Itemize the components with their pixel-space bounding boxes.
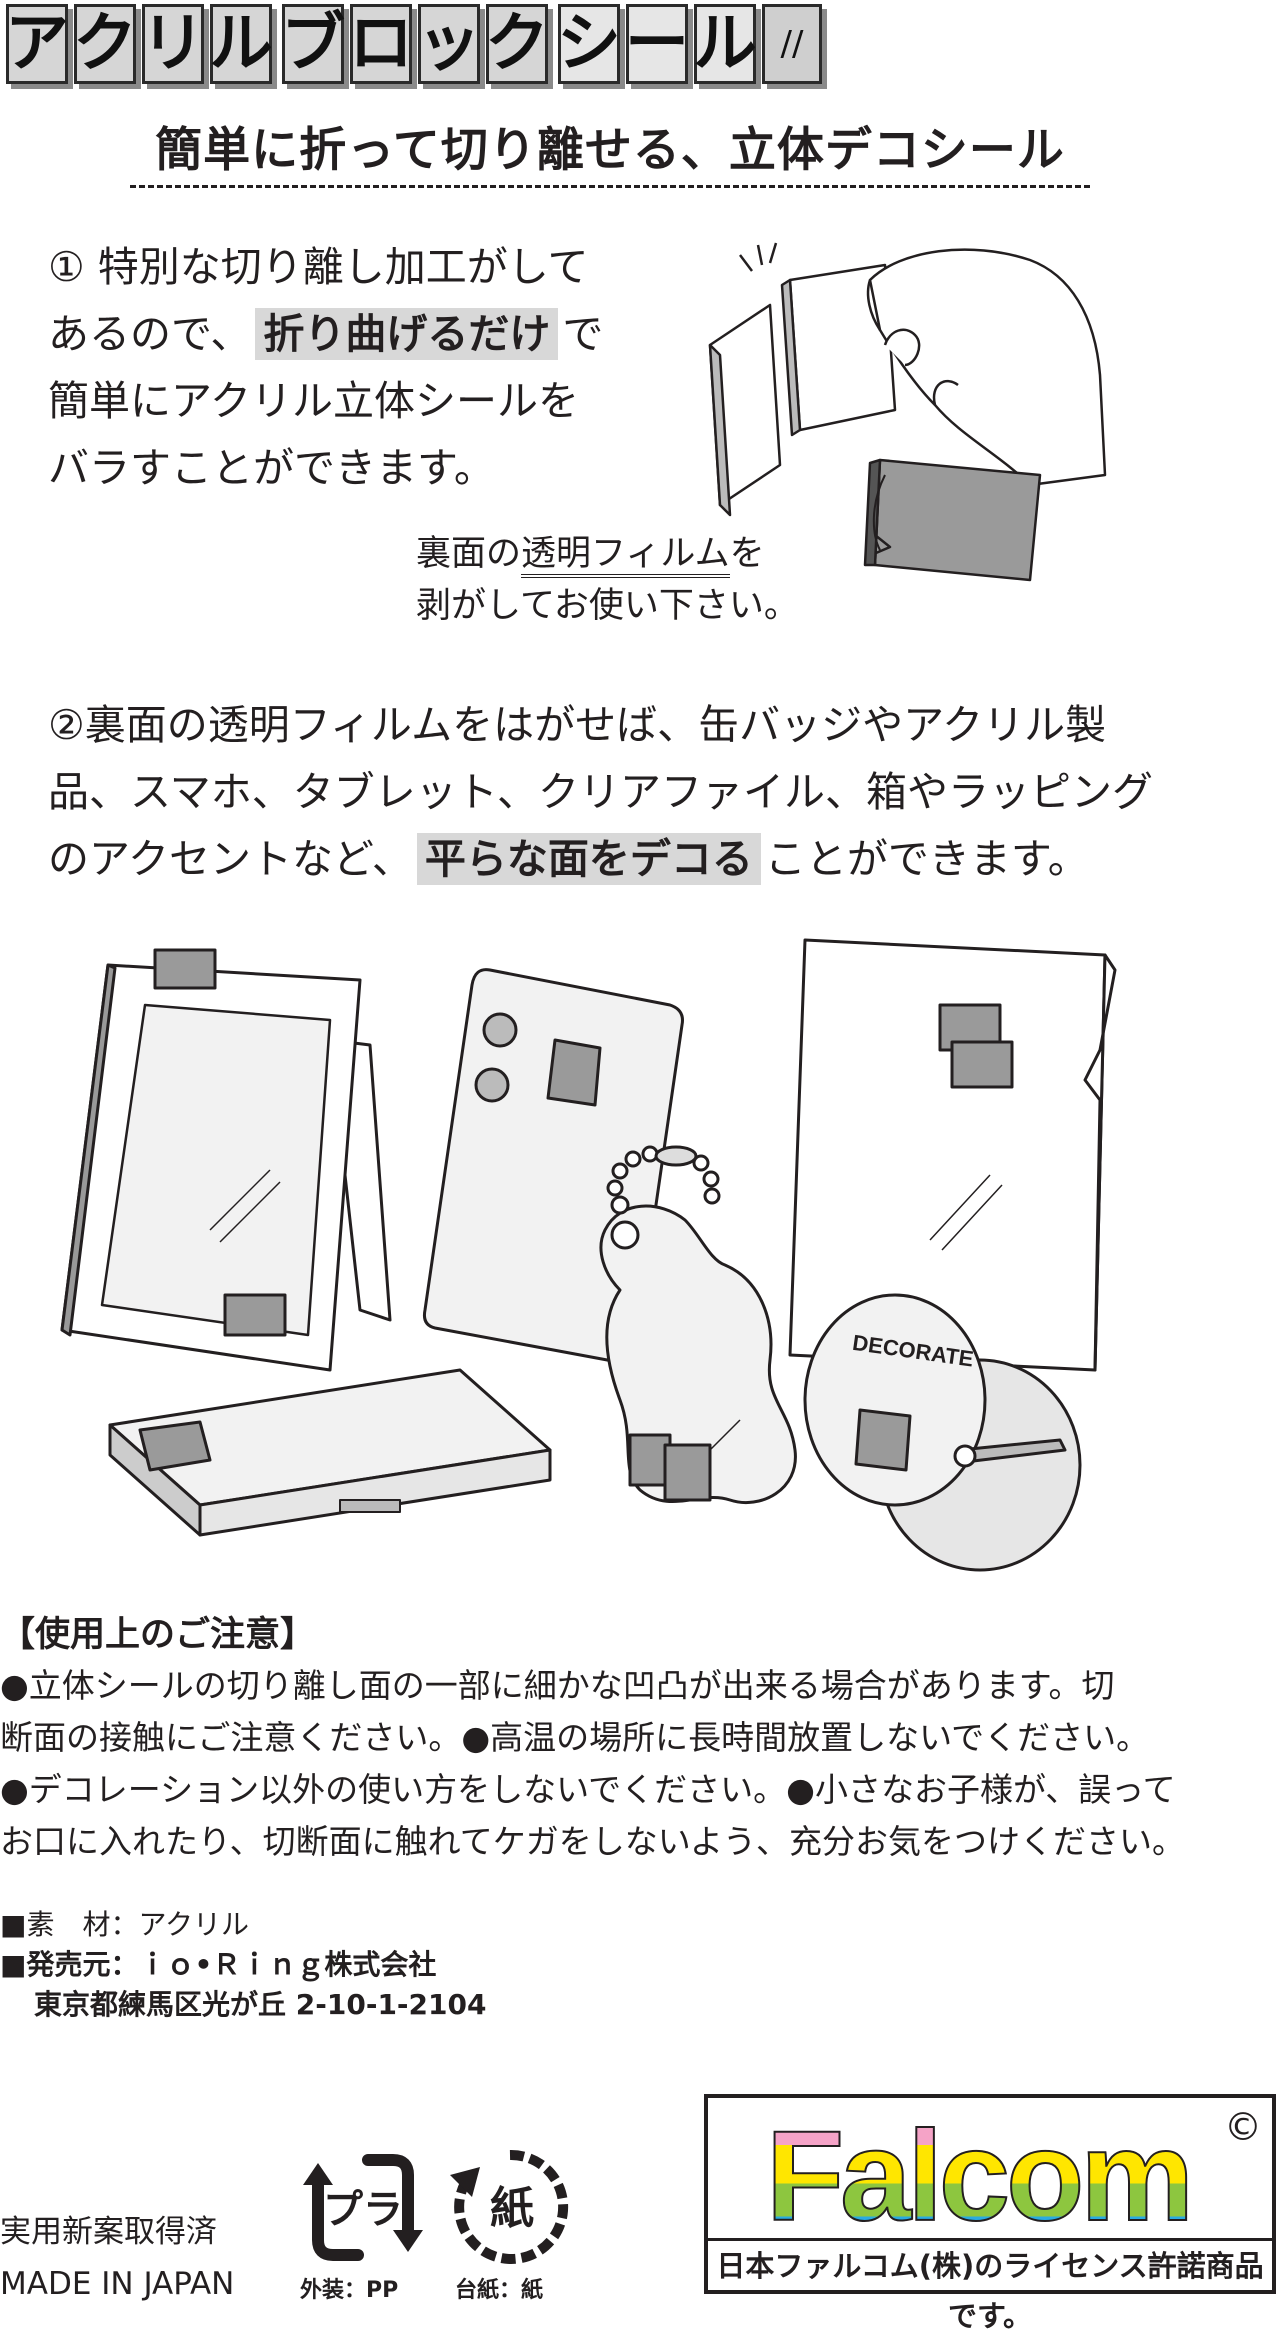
step1-line1: ① 特別な切り離し加工がして	[48, 243, 589, 291]
pla-label: 外装：PP	[300, 2278, 399, 2303]
step1-line2: あるので、折り曲げるだけで	[48, 308, 604, 360]
license-caption: 日本ファルコム(株)のライセンス許諾商品です。	[708, 2238, 1272, 2333]
title-char-block: ブ	[281, 4, 345, 84]
title-char-block: ア	[5, 4, 69, 84]
falcom-logo: Falcom ©	[765, 2104, 1262, 2249]
title-char-block: ル	[209, 4, 273, 84]
notice-body: ●立体シールの切り離し面の一部に細かな凹凸が出来る場合があります。切 断面の接触…	[0, 1666, 1186, 1861]
hand-fold-illustration	[708, 242, 1107, 582]
step1-text: ① 特別な切り離し加工がして あるので、折り曲げるだけで 簡単にアクリル立体シー…	[48, 234, 668, 502]
made-in-text: MADE IN JAPAN	[0, 2266, 235, 2302]
pla-mark-text: プラ	[323, 2187, 403, 2233]
subtitle: 簡単に折って切り離せる、立体デコシール	[155, 123, 1065, 178]
clear-file-icon	[788, 938, 1117, 1372]
step1-line4: バラすことができます。	[48, 444, 495, 492]
title-char-block: ル	[693, 4, 757, 84]
film-note-underlined: 透明フィルム	[521, 534, 730, 578]
spec-seller: ■発売元：ｉｏ•Ｒｉｎｇ株式会社	[0, 1948, 437, 1981]
title-char-block: ク	[485, 4, 549, 84]
film-note: 裏面の透明フィルムを 剥がしてお使い下さい。	[416, 534, 799, 626]
step1-highlight: 折り曲げるだけ	[255, 308, 559, 360]
title-char-block: リ	[141, 4, 205, 84]
copyright-mark: ©	[1224, 2105, 1262, 2149]
acrylic-keychain-icon	[599, 1145, 797, 1505]
spec-material: ■素 材：アクリル	[0, 1908, 250, 1941]
title-char-block: シ	[557, 4, 621, 84]
step2-highlight: 平らな面をデコる	[416, 833, 761, 885]
step1-line3: 簡単にアクリル立体シールを	[48, 377, 579, 425]
paper-label: 台紙：紙	[455, 2278, 544, 2303]
step2-text: ②裏面の透明フィルムをはがせば、缶バッジやアクリル製 品、スマホ、タブレット、ク…	[48, 692, 1248, 893]
can-badge-icon	[803, 1293, 1082, 1572]
notice-heading: 【使用上のご注意】	[0, 1615, 316, 1655]
usage-illustration: DECORATE	[60, 938, 1117, 1572]
patent-text: 実用新案取得済	[0, 2214, 217, 2250]
pla-recycle-icon: プラ	[303, 2154, 423, 2261]
falcom-license-box: Falcom © 日本ファルコム(株)のライセンス許諾商品です。	[704, 2094, 1276, 2333]
title-slash-block: //	[762, 4, 822, 84]
photo-frame-icon	[60, 948, 392, 1372]
title-char-block: ロ	[349, 4, 413, 84]
falcom-logo-text: Falcom	[766, 2105, 1190, 2248]
pencil-case-icon	[108, 1368, 552, 1537]
title-char-block: ッ	[417, 4, 481, 84]
title-char-block: ク	[73, 4, 137, 84]
step2-line2: 品、スマホ、タブレット、クリアファイル、箱やラッピング	[48, 768, 1153, 816]
step2-line3: のアクセントなど、平らな面をデコることができます。	[48, 833, 1089, 885]
paper-mark-text: 紙	[490, 2183, 534, 2234]
spec-address: 東京都練馬区光が丘 2-10-1-2104	[34, 1988, 487, 2021]
title-char-block: ー	[625, 4, 689, 84]
step2-line1: ②裏面の透明フィルムをはがせば、缶バッジやアクリル製	[48, 701, 1107, 749]
paper-recycle-icon: 紙	[450, 2149, 569, 2264]
subtitle-dashed-rule	[130, 185, 1090, 188]
